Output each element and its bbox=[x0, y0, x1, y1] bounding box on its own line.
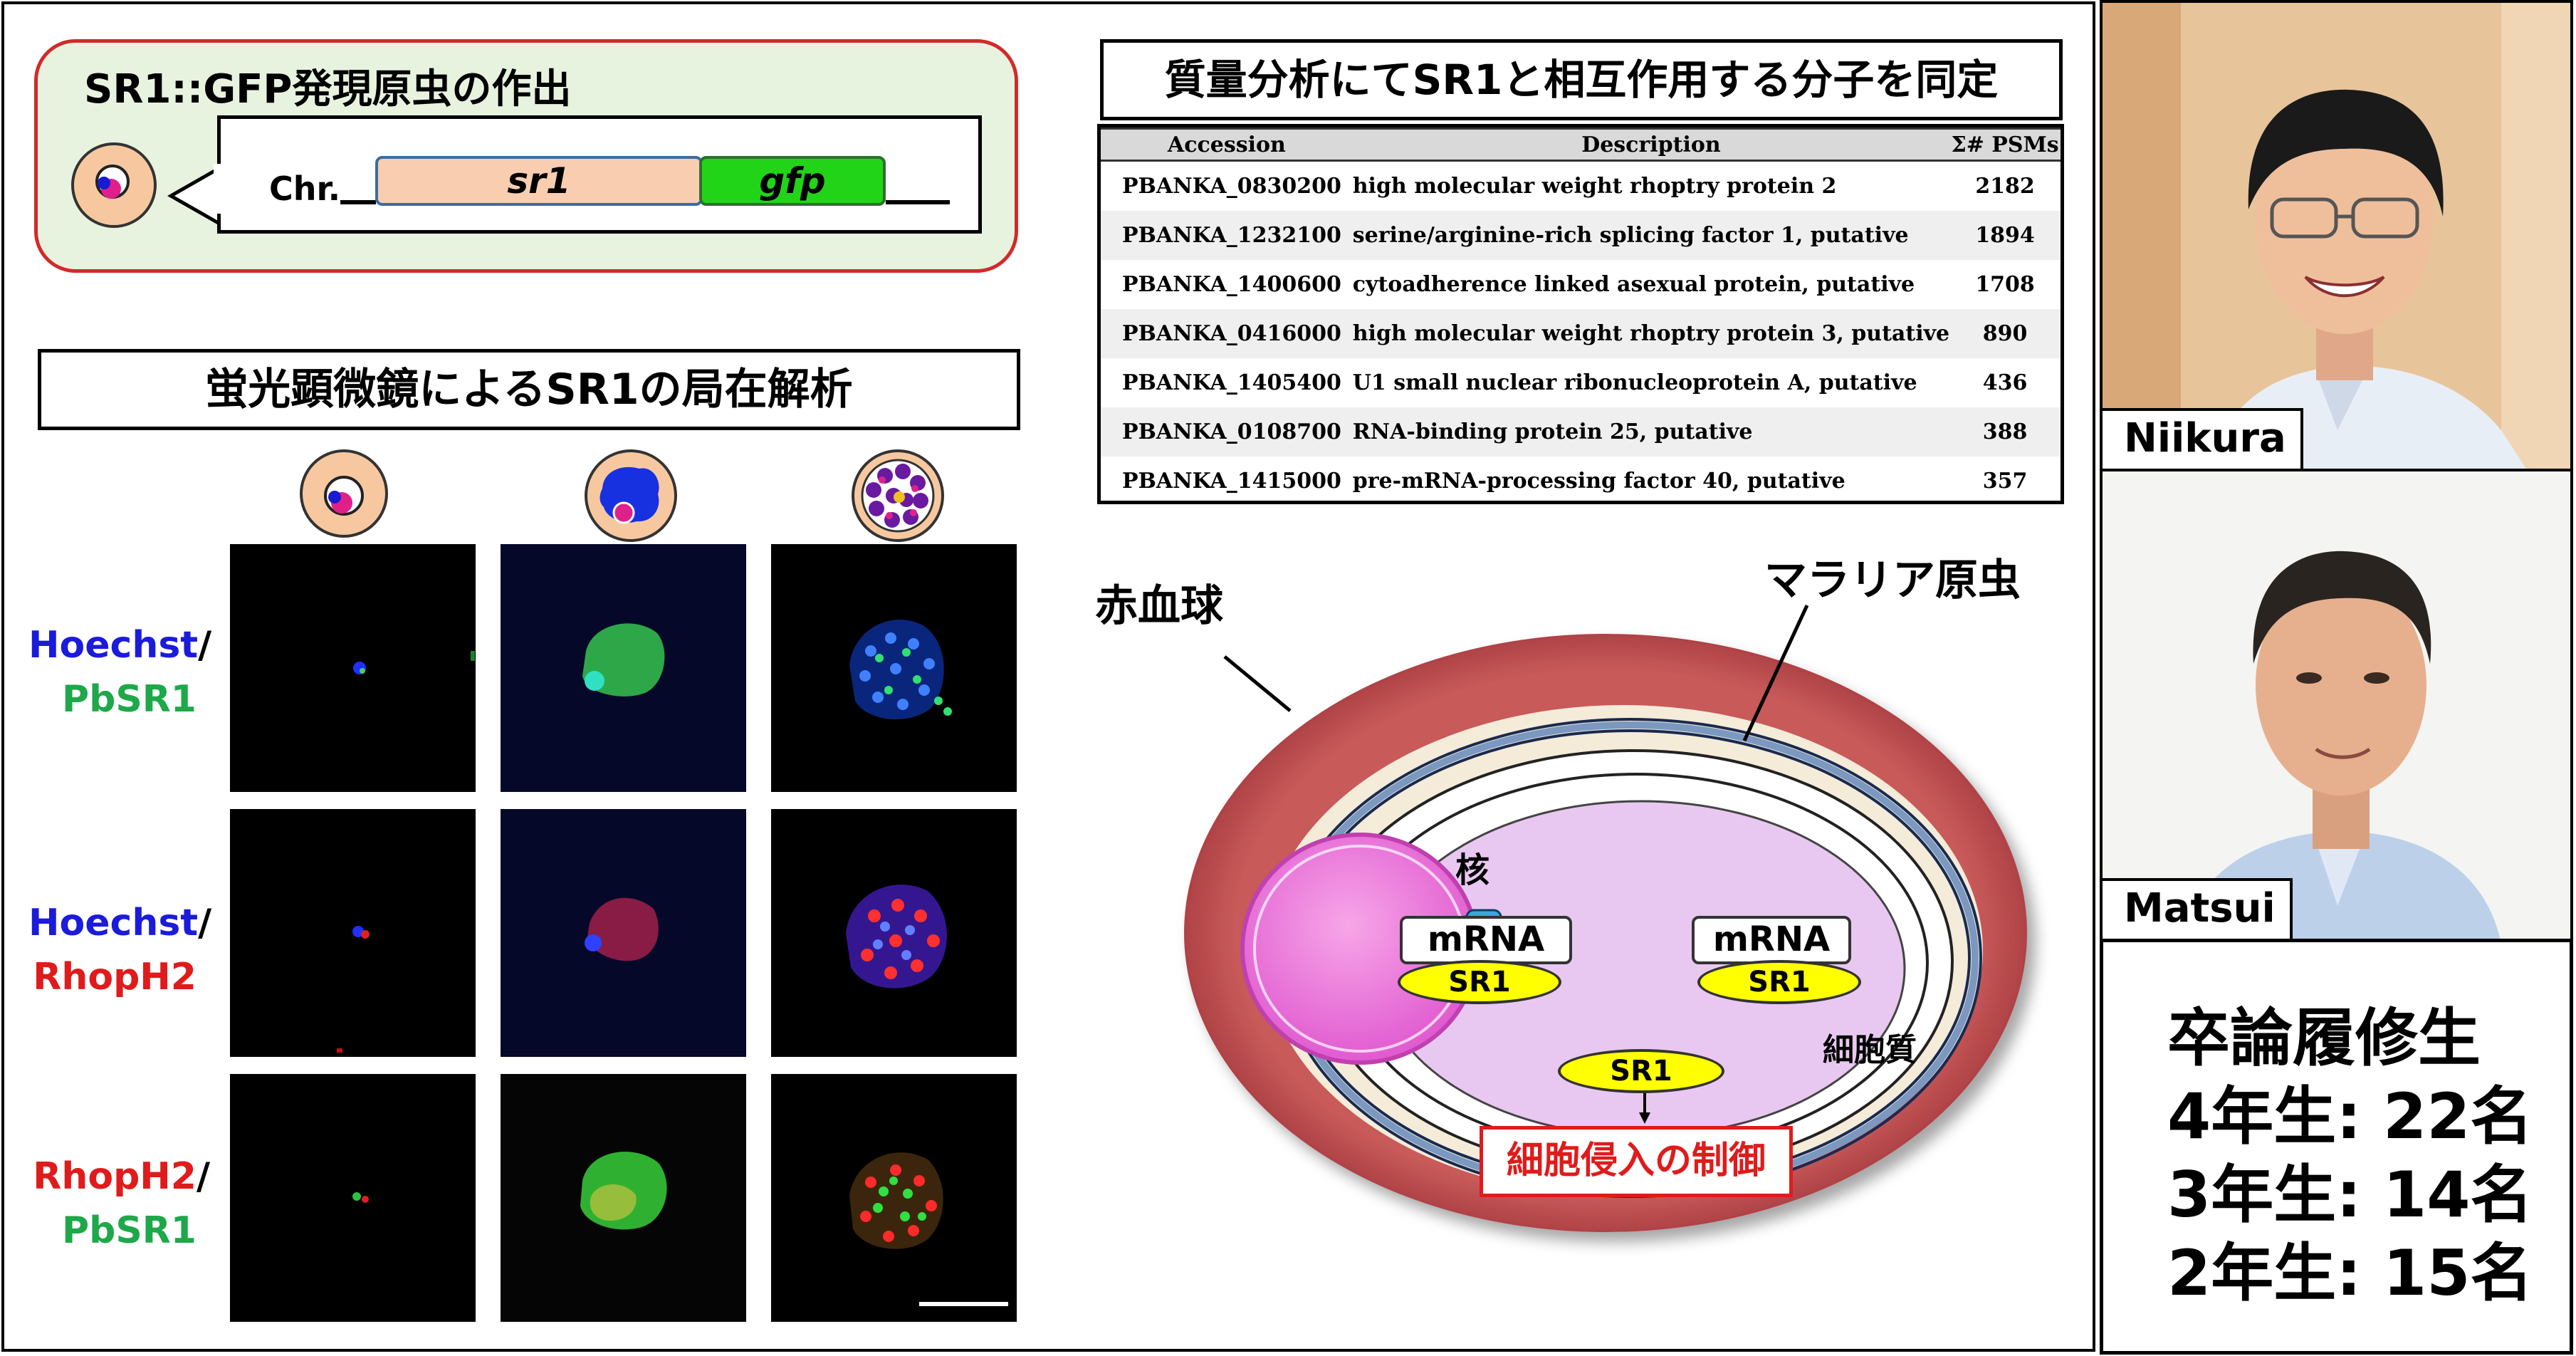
stats-line-3rd-year: 3年生: 14名 bbox=[2167, 1158, 2533, 1231]
micrograph-r2-schizont bbox=[771, 809, 1017, 1057]
schizont-stage-icon bbox=[852, 449, 944, 542]
nucleus-label: 核 bbox=[1455, 850, 1490, 890]
photo-niikura: Niikura bbox=[2100, 0, 2573, 471]
trophozoite-stage-icon bbox=[585, 449, 677, 542]
parasite-label: マラリア原虫 bbox=[1764, 556, 2021, 605]
col-description: Description bbox=[1352, 127, 1950, 162]
row2-stain2: RhopH2 bbox=[33, 956, 197, 998]
mass-spec-table-box: Accession Description Σ# PSMs PBANKA_083… bbox=[1097, 124, 2064, 504]
row1-stain2: PbSR1 bbox=[61, 678, 197, 721]
table-row: PBANKA_1405400 U1 small nuclear ribonucl… bbox=[1122, 370, 2028, 395]
free-sr1: SR1 bbox=[1558, 1049, 1724, 1093]
ring-stage-icon bbox=[300, 449, 388, 538]
row1-stain1: Hoechst bbox=[28, 624, 199, 667]
cell-diagram bbox=[1184, 604, 2027, 1232]
niikura-portrait bbox=[2103, 3, 2570, 469]
matsui-name: Matsui bbox=[2103, 878, 2293, 939]
matsui-portrait bbox=[2103, 471, 2570, 939]
parasite-leader-line bbox=[1742, 604, 1809, 742]
sr1-gene-segment: sr1 bbox=[375, 156, 703, 206]
mass-spec-title: 質量分析にてSR1と相互作用する分子を同定 bbox=[1100, 39, 2063, 120]
cytoplasmic-sr1: SR1 bbox=[1697, 960, 1861, 1004]
scale-bar bbox=[919, 1302, 1008, 1306]
invasion-control-box: 細胞侵入の制御 bbox=[1480, 1126, 1793, 1197]
table-row: PBANKA_0416000 high molecular weight rho… bbox=[1101, 309, 2061, 358]
stats-line-2nd-year: 2年生: 15名 bbox=[2167, 1236, 2533, 1310]
chromosome-line-right bbox=[886, 200, 950, 204]
micrograph-r1-schizont bbox=[771, 544, 1017, 792]
micrograph-r3-ring bbox=[230, 1074, 476, 1322]
row-label-3: RhopH2/ PbSR1/ bbox=[33, 1155, 210, 1252]
micrograph-r1-trophozoite bbox=[501, 544, 746, 792]
micrograph-r2-trophozoite bbox=[501, 809, 746, 1057]
students-stats-box: 卒論履修生 4年生: 22名 3年生: 14名 2年生: 15名 bbox=[2100, 939, 2573, 1355]
parasite-cell-icon bbox=[71, 142, 157, 228]
table-row: PBANKA_0830200 high molecular weight rho… bbox=[1122, 174, 2035, 199]
micrograph-r1-ring bbox=[230, 544, 476, 792]
photo-matsui: Matsui bbox=[2100, 469, 2573, 942]
gfp-gene-segment: gfp bbox=[699, 156, 886, 206]
chromosome-label: Chr. bbox=[269, 170, 341, 208]
cytoplasmic-mrna: mRNA bbox=[1692, 916, 1851, 964]
stats-line-4th-year: 4年生: 22名 bbox=[2167, 1080, 2533, 1153]
table-row: PBANKA_1415000 pre-mRNA-processing facto… bbox=[1122, 469, 2028, 494]
row2-stain1: Hoechst bbox=[28, 902, 199, 944]
col-accession: Accession bbox=[1101, 127, 1353, 162]
main-frame bbox=[1, 1, 2095, 1352]
table-header-row: Accession Description Σ# PSMs bbox=[1101, 127, 2061, 162]
rbc-leader-line bbox=[1223, 655, 1292, 712]
nuclear-sr1: SR1 bbox=[1398, 960, 1561, 1004]
stats-title: 卒論履修生 bbox=[2167, 1001, 2481, 1075]
row-label-1: Hoechst/ PbSR1/ bbox=[28, 624, 212, 721]
table-row: PBANKA_1232100 serine/arginine-rich spli… bbox=[1101, 211, 2061, 260]
micrograph-r2-ring bbox=[230, 809, 476, 1057]
gfp-panel-title: SR1::GFP発現原虫の作出 bbox=[84, 66, 572, 113]
micrograph-r3-schizont bbox=[771, 1074, 1017, 1322]
row-label-2: Hoechst/ RhopH2/ bbox=[28, 902, 212, 998]
micrograph-r3-trophozoite bbox=[501, 1074, 746, 1322]
fluorescence-panel-title: 蛍光顕微鏡によるSR1の局在解析 bbox=[38, 349, 1020, 430]
table-row: PBANKA_1400600 cytoadherence linked asex… bbox=[1122, 272, 2035, 297]
mass-spec-table: Accession Description Σ# PSMs PBANKA_083… bbox=[1101, 127, 2061, 506]
cytoplasm-label: 細胞質 bbox=[1823, 1032, 1917, 1068]
nuclear-mrna: mRNA bbox=[1400, 916, 1572, 964]
rbc-label: 赤血球 bbox=[1095, 581, 1223, 631]
table-row: PBANKA_0108700 RNA-binding protein 25, p… bbox=[1101, 407, 2061, 457]
niikura-name: Niikura bbox=[2103, 408, 2303, 469]
col-psms: Σ# PSMs bbox=[1949, 127, 2061, 162]
chromosome-line-left bbox=[340, 200, 376, 204]
row3-stain2: PbSR1 bbox=[61, 1209, 197, 1252]
row3-stain1: RhopH2 bbox=[33, 1155, 197, 1198]
